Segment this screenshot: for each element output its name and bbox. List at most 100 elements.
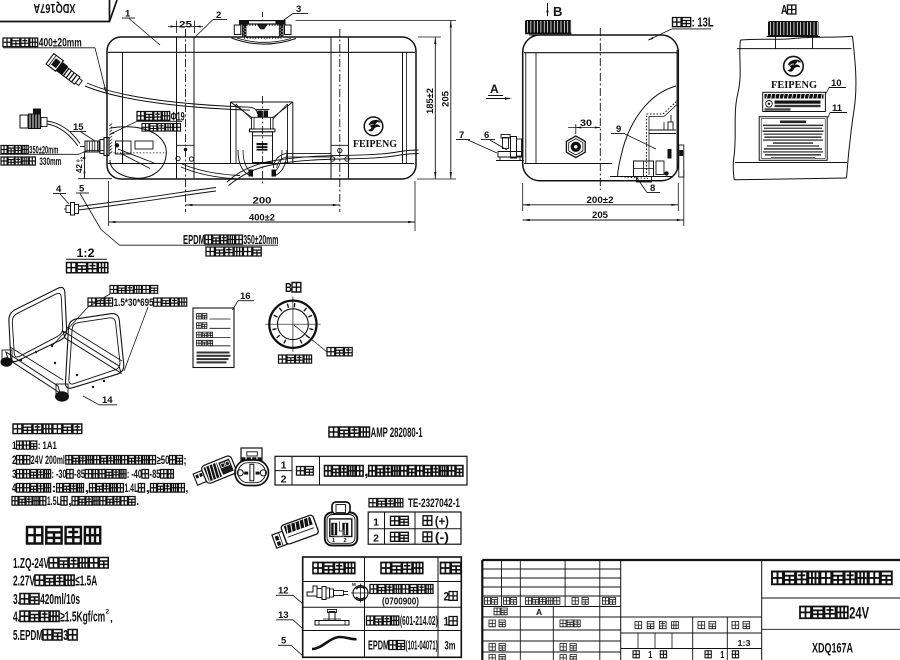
svg-text:M: M	[352, 582, 356, 587]
svg-text:≥1.5Kgf/cm: ≥1.5Kgf/cm	[60, 610, 105, 626]
svg-text:1: 1	[373, 517, 379, 529]
svg-text:2: 2	[343, 538, 346, 544]
svg-text:16: 16	[240, 291, 251, 302]
svg-text:(-): (-)	[435, 530, 449, 545]
svg-text:,: ,	[185, 481, 188, 495]
svg-text:4.: 4.	[13, 610, 20, 626]
svg-text:25: 25	[179, 19, 192, 29]
svg-text:205: 205	[441, 91, 451, 107]
svg-text:2.27V: 2.27V	[13, 574, 35, 590]
svg-text:1: 1	[648, 650, 652, 660]
svg-text:≥50: ≥50	[157, 453, 170, 467]
svg-text:205: 205	[592, 210, 608, 220]
svg-text:200: 200	[253, 195, 272, 205]
svg-text:.: .	[136, 494, 139, 508]
svg-text:A: A	[536, 607, 542, 617]
svg-text:XDQ167A: XDQ167A	[33, 1, 75, 16]
svg-text:4: 4	[56, 184, 62, 195]
svg-text:A: A	[781, 3, 788, 17]
svg-text:7: 7	[459, 130, 464, 141]
svg-text:12: 12	[278, 586, 289, 597]
svg-text:4: 4	[12, 481, 17, 495]
svg-text:1.ZQ-24V: 1.ZQ-24V	[13, 556, 49, 572]
svg-text:30: 30	[580, 118, 592, 128]
svg-text:24V: 24V	[849, 604, 869, 622]
svg-text:,: ,	[146, 481, 151, 495]
svg-text:: -40: : -40	[127, 467, 142, 481]
svg-text:-85: -85	[74, 467, 85, 481]
svg-text:3: 3	[63, 628, 68, 644]
svg-text:+2: +2	[80, 156, 85, 162]
svg-text:1: 1	[12, 440, 17, 452]
svg-text:B: B	[553, 4, 562, 19]
svg-text:13: 13	[278, 610, 289, 621]
svg-text:1: 1	[444, 614, 450, 628]
svg-text:5: 5	[79, 184, 85, 195]
svg-text:Φ19: Φ19	[171, 109, 185, 123]
svg-text:400±20mm: 400±20mm	[39, 36, 82, 50]
svg-text:2: 2	[444, 589, 450, 603]
svg-text:1: 1	[125, 9, 131, 20]
svg-text:FEIPENG: FEIPENG	[353, 139, 397, 150]
svg-text:(0700900): (0700900)	[382, 597, 419, 608]
svg-text:15: 15	[73, 122, 84, 133]
svg-text:XDQ167A: XDQ167A	[812, 641, 853, 656]
svg-text:200±2: 200±2	[587, 195, 614, 205]
svg-text:400±2: 400±2	[249, 212, 275, 222]
svg-text:350±20mm: 350±20mm	[29, 145, 58, 157]
svg-text:24V 200ml: 24V 200ml	[31, 453, 65, 467]
svg-text:3m: 3m	[445, 638, 456, 652]
svg-text:3.: 3.	[13, 592, 20, 608]
svg-text:1:3: 1:3	[738, 638, 751, 648]
svg-text:9: 9	[616, 124, 621, 135]
svg-text:B: B	[285, 280, 292, 295]
svg-text:FEIPENG: FEIPENG	[771, 80, 817, 91]
svg-text:1.5*30*695: 1.5*30*695	[114, 297, 154, 309]
svg-text:,: ,	[68, 494, 72, 508]
svg-text:2: 2	[281, 474, 287, 486]
svg-text::: :	[52, 481, 57, 495]
svg-text:: 1A1: : 1A1	[38, 440, 57, 452]
svg-text:2: 2	[106, 609, 110, 616]
svg-text:1.5L: 1.5L	[47, 494, 61, 508]
svg-text:EPDM: EPDM	[368, 639, 389, 653]
svg-text:: -30: : -30	[52, 467, 67, 481]
svg-text:11: 11	[832, 103, 843, 114]
svg-text:42: 42	[75, 164, 84, 173]
svg-text:420ml/10s: 420ml/10s	[40, 592, 80, 608]
svg-text:2: 2	[373, 533, 379, 545]
svg-text:0: 0	[76, 159, 81, 162]
svg-text:;: ;	[183, 453, 186, 467]
svg-text:2: 2	[216, 10, 221, 21]
svg-text:TE-2327042-1: TE-2327042-1	[408, 497, 460, 510]
svg-text:≤1.5A: ≤1.5A	[75, 574, 97, 590]
svg-text:1.4L: 1.4L	[124, 481, 138, 495]
svg-text:: 13L: : 13L	[692, 15, 714, 30]
svg-text:1:2: 1:2	[77, 248, 95, 260]
svg-text:350±20mm: 350±20mm	[243, 233, 278, 247]
svg-text:(601-214.02): (601-214.02)	[400, 614, 438, 628]
svg-text:,: ,	[84, 481, 89, 495]
svg-text:1: 1	[281, 459, 287, 471]
svg-text:,: ,	[364, 464, 369, 480]
svg-text:1: 1	[720, 650, 724, 660]
svg-text:3: 3	[12, 467, 17, 481]
svg-text:330mm: 330mm	[39, 156, 61, 168]
svg-text:3: 3	[296, 4, 301, 15]
svg-text:2: 2	[12, 453, 17, 467]
svg-text:10: 10	[831, 78, 842, 89]
svg-text:A: A	[490, 82, 499, 96]
svg-text:(101-04071): (101-04071)	[406, 639, 438, 653]
svg-text:(+): (+)	[435, 513, 449, 528]
svg-text:6: 6	[484, 130, 489, 141]
svg-text:AMP 282080-1: AMP 282080-1	[371, 424, 423, 440]
svg-text:EPDM: EPDM	[183, 233, 205, 247]
svg-text:-85: -85	[150, 467, 161, 481]
svg-text:1: 1	[332, 538, 335, 544]
svg-text:,: ,	[110, 614, 113, 625]
svg-text:8: 8	[650, 183, 655, 194]
svg-text:5.EPDM: 5.EPDM	[13, 628, 43, 644]
svg-text:5: 5	[281, 636, 287, 647]
svg-text:185±2: 185±2	[425, 88, 435, 114]
svg-text:14: 14	[102, 395, 113, 406]
